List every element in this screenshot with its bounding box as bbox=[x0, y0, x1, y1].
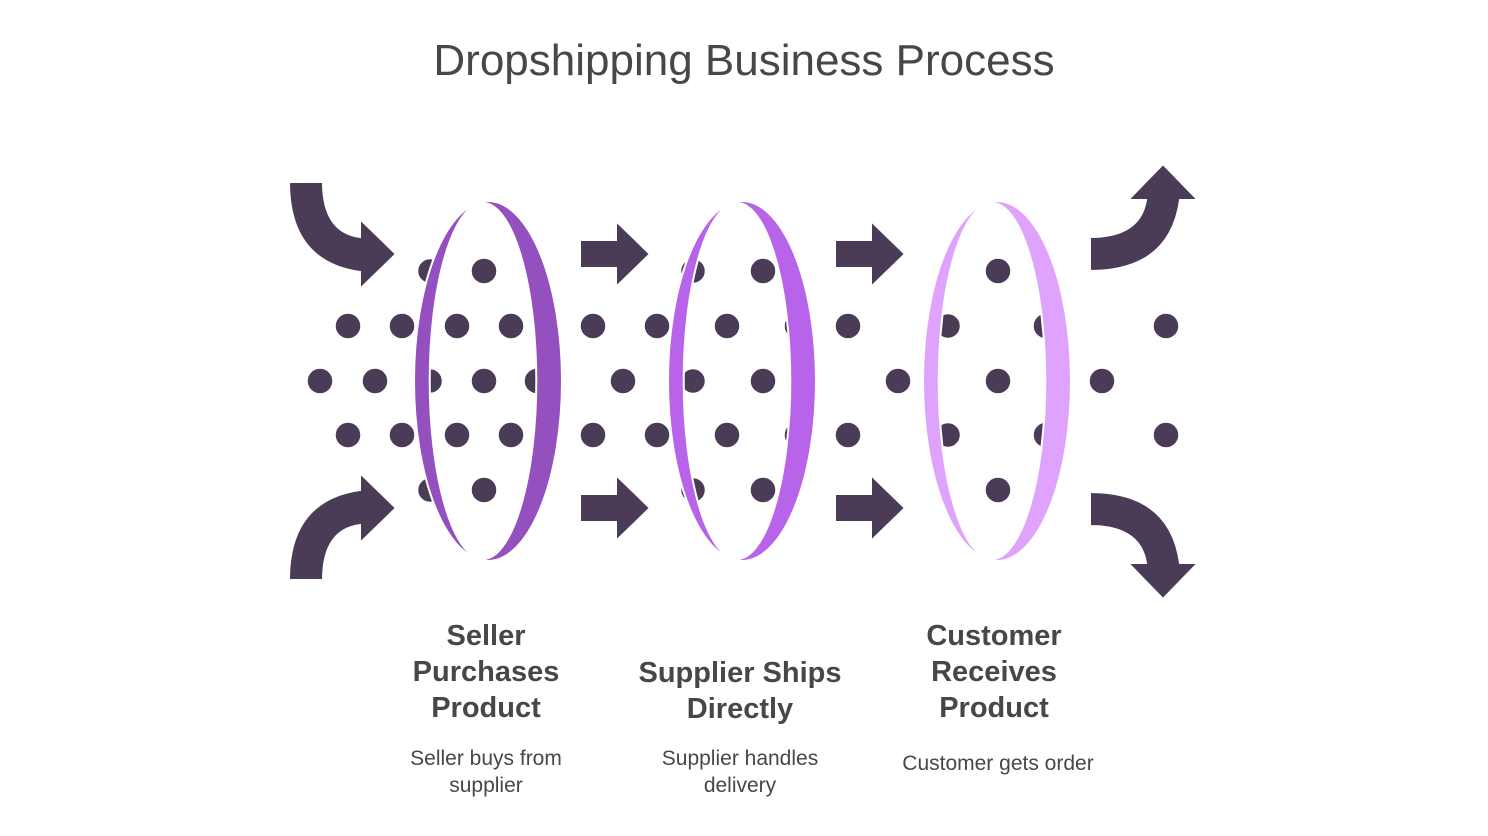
curved-arrow-in-bottom-icon bbox=[287, 470, 398, 581]
step-1-description-line-1: Seller buys from bbox=[410, 747, 562, 770]
page-title: Dropshipping Business Process bbox=[433, 36, 1055, 85]
dot-marker bbox=[388, 312, 416, 340]
dot-marker bbox=[643, 421, 671, 449]
step-3-description-line-1: Customer gets order bbox=[902, 752, 1094, 775]
arrow-right-icon bbox=[834, 218, 907, 290]
dot-marker bbox=[1088, 367, 1116, 395]
step-3-heading: Customer Receives Product bbox=[874, 618, 1114, 726]
step-3-ring bbox=[922, 199, 1072, 563]
dot-marker bbox=[1152, 312, 1180, 340]
dot-marker bbox=[643, 312, 671, 340]
dot-marker bbox=[443, 312, 471, 340]
step-3-heading-line-3: Product bbox=[939, 692, 1049, 724]
step-3-heading-line-1: Customer bbox=[926, 620, 1062, 652]
step-1-heading-line-3: Product bbox=[431, 692, 541, 724]
curved-arrow-in-top-icon bbox=[287, 181, 398, 292]
step-2-description-line-1: Supplier handles bbox=[661, 747, 819, 770]
step-3-heading-line-2: Receives bbox=[931, 656, 1057, 688]
dot-marker bbox=[579, 421, 607, 449]
dot-marker bbox=[609, 367, 637, 395]
arrow-right-icon bbox=[579, 218, 652, 290]
step-1-ring bbox=[413, 199, 563, 563]
dot-marker bbox=[834, 421, 862, 449]
step-1-description-line-2: supplier bbox=[449, 774, 523, 797]
step-2-heading: Supplier Ships Directly bbox=[620, 655, 860, 727]
step-1-heading-line-1: Seller bbox=[446, 620, 526, 652]
dot-marker bbox=[984, 367, 1012, 395]
dot-marker bbox=[834, 312, 862, 340]
step-2-description-line-2: delivery bbox=[703, 774, 777, 797]
dot-marker bbox=[579, 312, 607, 340]
dot-marker bbox=[470, 476, 498, 504]
dot-marker bbox=[984, 257, 1012, 285]
dot-marker bbox=[713, 421, 741, 449]
dot-marker bbox=[749, 476, 777, 504]
step-2-heading-line-2: Directly bbox=[686, 693, 794, 725]
dot-marker bbox=[361, 367, 389, 395]
dot-marker bbox=[334, 421, 362, 449]
dot-marker bbox=[749, 257, 777, 285]
dot-marker bbox=[749, 367, 777, 395]
step-2-description: Supplier handles delivery bbox=[620, 745, 860, 799]
dot-marker bbox=[443, 421, 471, 449]
arrow-right-icon bbox=[579, 472, 652, 544]
dot-marker bbox=[470, 257, 498, 285]
step-1-description: Seller buys from supplier bbox=[366, 745, 606, 799]
dot-marker bbox=[334, 312, 362, 340]
dot-marker bbox=[497, 421, 525, 449]
dot-marker bbox=[984, 476, 1012, 504]
step-2-heading-line-1: Supplier Ships bbox=[638, 657, 842, 689]
curved-arrow-out-top-icon bbox=[1089, 162, 1201, 273]
curved-arrow-out-bottom-icon bbox=[1089, 490, 1201, 601]
dot-marker bbox=[713, 312, 741, 340]
step-2-ring bbox=[667, 199, 817, 563]
dot-marker bbox=[884, 367, 912, 395]
arrow-right-icon bbox=[834, 472, 907, 544]
dot-marker bbox=[306, 367, 334, 395]
step-1-heading: Seller Purchases Product bbox=[366, 618, 606, 726]
dot-marker bbox=[1152, 421, 1180, 449]
dot-marker bbox=[388, 421, 416, 449]
step-3-description: Customer gets order bbox=[878, 750, 1118, 777]
dot-marker bbox=[470, 367, 498, 395]
step-1-heading-line-2: Purchases bbox=[412, 656, 560, 688]
dot-marker bbox=[497, 312, 525, 340]
